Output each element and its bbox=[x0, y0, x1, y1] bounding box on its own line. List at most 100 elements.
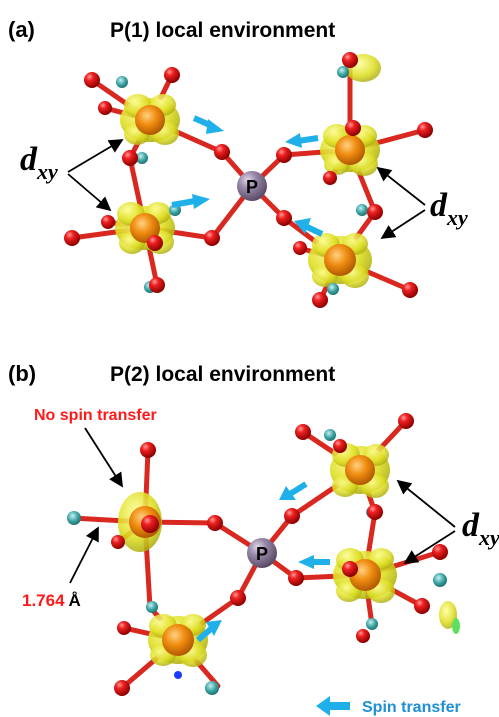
panel-a-dxy-left: dxy bbox=[20, 139, 124, 212]
oxygen-atom bbox=[149, 277, 165, 293]
oxygen-atom bbox=[345, 120, 361, 136]
oxygen-atom bbox=[367, 504, 383, 520]
pointer-arrow bbox=[69, 526, 99, 584]
oxygen-atom bbox=[432, 544, 448, 560]
oxygen-atom bbox=[402, 282, 418, 298]
oxygen-atom bbox=[140, 442, 156, 458]
spin-transfer-arrow bbox=[294, 218, 324, 237]
phosphorus-label: P bbox=[246, 177, 258, 197]
phosphorus-atom bbox=[237, 171, 267, 201]
spin-transfer-arrow bbox=[285, 133, 319, 148]
teal-lobe bbox=[366, 618, 378, 630]
metal-atom bbox=[345, 455, 375, 485]
panel-b: (b) P(2) local environment bbox=[8, 361, 499, 696]
oxygen-atom bbox=[204, 230, 220, 246]
dxy-label: dxy bbox=[462, 507, 499, 550]
panel-b-spin-arrows bbox=[196, 481, 330, 643]
pointer-arrow bbox=[396, 479, 456, 528]
teal-lobe bbox=[67, 511, 81, 525]
pointer-arrow bbox=[376, 166, 426, 206]
teal-lobe bbox=[356, 204, 368, 216]
metal-atom bbox=[135, 105, 165, 135]
panel-a-teal-lobes bbox=[116, 66, 368, 295]
oxygen-atom bbox=[64, 230, 80, 246]
teal-lobe bbox=[205, 681, 219, 695]
oxygen-atom bbox=[164, 67, 180, 83]
panel-a-phosphorus: P bbox=[237, 171, 267, 201]
oxygen-atom bbox=[288, 570, 304, 586]
green-lobe bbox=[452, 618, 460, 634]
oxygen-atom bbox=[230, 590, 246, 606]
panel-b-dxy-right: dxy bbox=[396, 479, 499, 564]
oxygen-atom bbox=[342, 52, 358, 68]
panel-b-title: P(2) local environment bbox=[110, 363, 335, 386]
oxygen-atom bbox=[101, 215, 115, 229]
panel-a-title: P(1) local environment bbox=[110, 19, 335, 42]
panel-a: (a) P(1) local environment bbox=[8, 17, 468, 308]
pointer-arrow bbox=[67, 173, 112, 212]
pointer-arrow bbox=[403, 530, 456, 564]
pointer-arrow bbox=[380, 209, 426, 239]
teal-lobe bbox=[327, 283, 339, 295]
oxygen-atom bbox=[367, 204, 383, 220]
panel-b-label: (b) bbox=[8, 361, 36, 386]
oxygen-atom bbox=[293, 241, 307, 255]
spin-transfer-arrow bbox=[279, 481, 308, 500]
spin-density-lobe bbox=[439, 601, 457, 629]
oxygen-atom bbox=[284, 508, 300, 524]
spin-transfer-arrow bbox=[298, 555, 330, 569]
no-spin-transfer-note: No spin transfer bbox=[34, 407, 157, 424]
oxygen-atom bbox=[111, 535, 125, 549]
legend: Spin transfer bbox=[316, 696, 461, 716]
panel-b-oxygen-atoms bbox=[111, 413, 448, 696]
dxy-label: dxy bbox=[20, 141, 58, 184]
oxygen-atom bbox=[117, 621, 131, 635]
oxygen-atom bbox=[207, 515, 223, 531]
oxygen-atom bbox=[417, 122, 433, 138]
dxy-label: dxy bbox=[430, 187, 468, 230]
oxygen-atom bbox=[333, 439, 347, 453]
pointer-arrow bbox=[84, 427, 123, 488]
teal-lobe bbox=[146, 601, 158, 613]
blue-lobe bbox=[174, 671, 182, 679]
legend-arrow-icon bbox=[316, 696, 350, 716]
oxygen-atom bbox=[323, 171, 337, 185]
oxygen-atom bbox=[214, 144, 230, 160]
oxygen-atom bbox=[414, 598, 430, 614]
spin-transfer-arrow bbox=[171, 194, 210, 209]
legend-label: Spin transfer bbox=[362, 699, 461, 716]
oxygen-atom bbox=[114, 680, 130, 696]
panel-a-oxygen-atoms bbox=[64, 52, 433, 308]
phosphorus-label: P bbox=[256, 544, 268, 564]
spin-transfer-arrow bbox=[196, 620, 222, 643]
oxygen-atom bbox=[276, 147, 292, 163]
oxygen-atom bbox=[84, 72, 100, 88]
metal-atom bbox=[335, 135, 365, 165]
metal-atom bbox=[162, 624, 194, 656]
oxygen-atom bbox=[356, 629, 370, 643]
panel-a-metal-atoms bbox=[130, 105, 365, 276]
metal-atom bbox=[324, 244, 356, 276]
panel-a-spin-arrows bbox=[171, 115, 324, 237]
pointer-arrow bbox=[67, 139, 124, 173]
oxygen-atom bbox=[141, 515, 159, 533]
oxygen-atom bbox=[312, 292, 328, 308]
spin-transfer-arrow bbox=[192, 115, 224, 134]
teal-lobe bbox=[433, 573, 447, 587]
panel-a-label: (a) bbox=[8, 17, 35, 42]
teal-lobe bbox=[116, 76, 128, 88]
oxygen-atom bbox=[398, 413, 414, 429]
oxygen-atom bbox=[122, 150, 138, 166]
teal-lobe bbox=[337, 66, 349, 78]
oxygen-atom bbox=[342, 561, 358, 577]
oxygen-atom bbox=[295, 424, 311, 440]
oxygen-atom bbox=[98, 101, 112, 115]
panel-a-dxy-right: dxy bbox=[376, 166, 468, 239]
oxygen-atom bbox=[276, 210, 292, 226]
teal-lobe bbox=[136, 152, 148, 164]
panel-b-phosphorus: P bbox=[247, 538, 277, 568]
teal-lobe bbox=[324, 429, 336, 441]
phosphorus-atom bbox=[247, 538, 277, 568]
